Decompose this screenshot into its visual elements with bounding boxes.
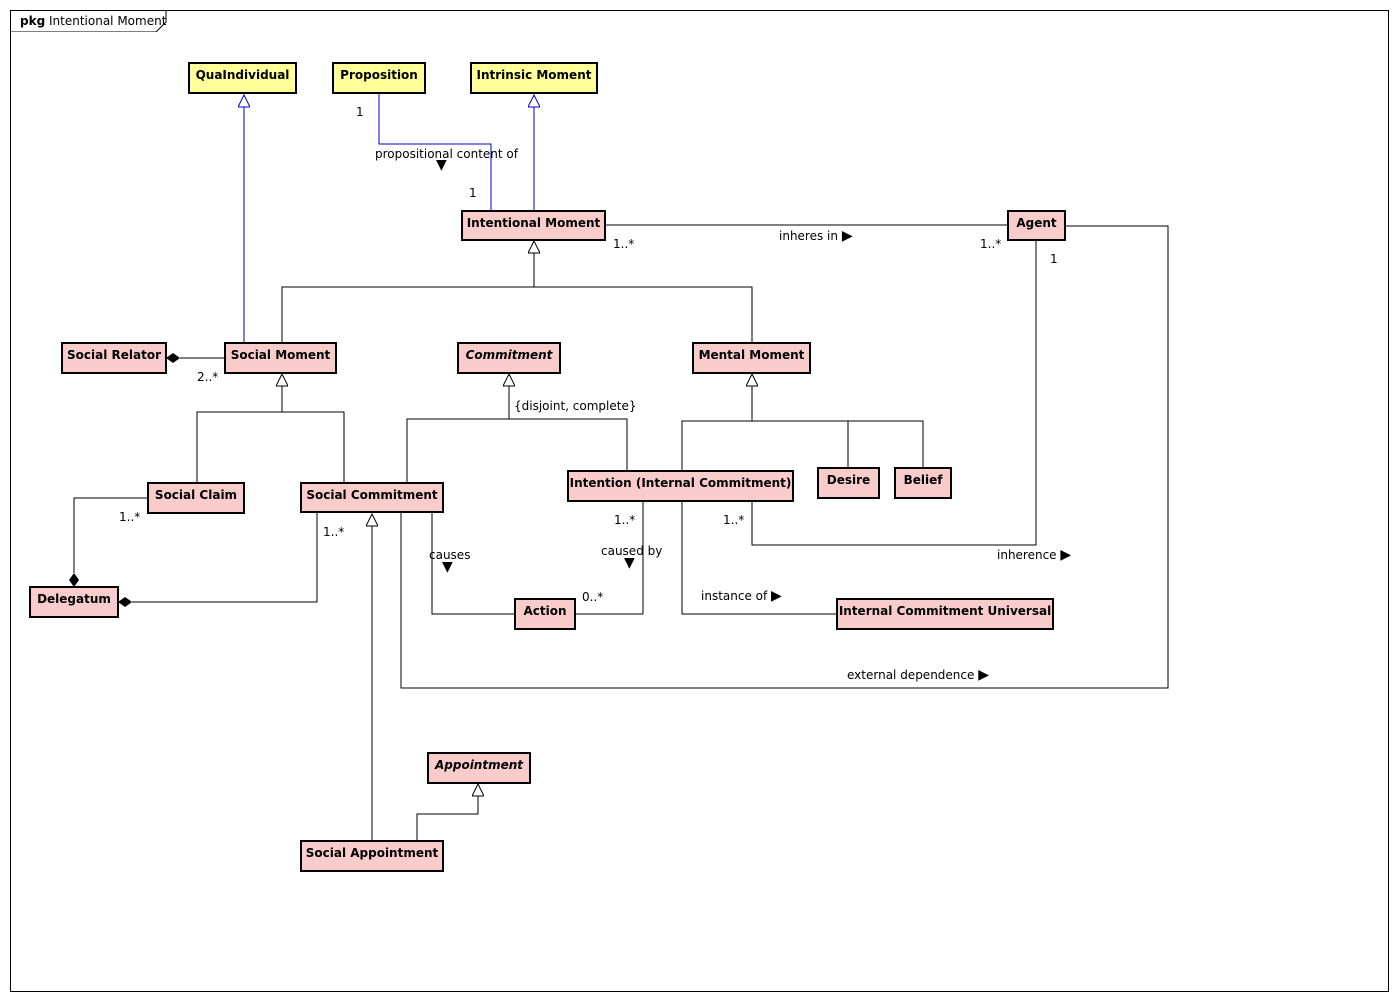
class-social-relator[interactable]: Social Relator: [61, 342, 167, 374]
class-delegatum[interactable]: Delegatum: [29, 586, 119, 618]
class-desire[interactable]: Desire: [817, 467, 880, 499]
label-instance-of: instance of ▶: [701, 588, 782, 604]
caused-by-text: caused by: [601, 544, 663, 558]
association-causes: [431, 512, 515, 615]
class-internal-commitment-universal[interactable]: Internal Commitment Universal: [836, 598, 1054, 630]
class-intrinsic-moment[interactable]: Intrinsic Moment: [470, 62, 598, 94]
arrow-down-icon: ▼: [436, 157, 447, 173]
arrow-down-icon: ▼: [442, 559, 453, 575]
causes-text: causes: [429, 548, 471, 562]
multiplicity-social-commitment: 1..*: [323, 525, 345, 539]
multiplicity-social-relator: 2..*: [197, 370, 219, 384]
composition-diamond-commitment: [118, 597, 132, 607]
package-frame: [10, 10, 1389, 992]
label-caused-by: caused by: [601, 544, 662, 558]
multiplicity-intentional-agent: 1..*: [613, 237, 635, 251]
multiplicity-agent-inherence: 1: [1050, 252, 1058, 266]
class-belief[interactable]: Belief: [894, 467, 952, 499]
arrow-right-icon: ▶: [1060, 547, 1072, 563]
propositional-content-text: propositional content of: [375, 147, 518, 161]
multiplicity-agent-inheres: 1..*: [980, 237, 1002, 251]
label-propositional-content-of: propositional content of: [375, 147, 518, 161]
class-social-moment[interactable]: Social Moment: [224, 342, 337, 374]
composition-social-claim-delegatum: [73, 497, 148, 573]
multiplicity-intention-action: 1..*: [614, 513, 636, 527]
package-keyword: pkg: [20, 14, 46, 28]
class-intention[interactable]: Intention (Internal Commitment): [567, 470, 794, 502]
label-external-dependence: external dependence ▶: [847, 667, 989, 683]
package-name: Intentional Moment: [49, 14, 167, 28]
class-mental-moment[interactable]: Mental Moment: [692, 342, 811, 374]
class-social-commitment[interactable]: Social Commitment: [300, 482, 444, 513]
external-dependence-text: external dependence: [847, 668, 975, 682]
generalization-branch-claim-commitment: [196, 411, 345, 483]
class-social-claim[interactable]: Social Claim: [147, 482, 245, 514]
multiplicity-intention-agent: 1..*: [723, 513, 745, 527]
association-inherence: [751, 240, 1037, 546]
association-propositional-content: [378, 93, 492, 211]
generalization-branch-commitment: [406, 418, 628, 483]
inheres-in-text: inheres in: [779, 229, 838, 243]
label-causes: causes: [429, 548, 470, 562]
generalization-branch-social-mental: [281, 286, 753, 343]
inherence-text: inherence: [997, 548, 1057, 562]
class-appointment[interactable]: Appointment: [427, 752, 531, 784]
composition-diamond-social-relator: [166, 353, 180, 363]
multiplicity-proposition: 1: [356, 105, 364, 119]
arrow-down-icon: ▼: [624, 555, 635, 571]
package-title: pkg Intentional Moment: [20, 14, 166, 28]
arrow-right-icon: ▶: [771, 588, 782, 604]
label-inheres-in: inheres in ▶: [779, 228, 853, 244]
association-external-dependence: [400, 225, 1169, 689]
multiplicity-intentional-prop: 1: [469, 186, 477, 200]
class-social-appointment[interactable]: Social Appointment: [300, 840, 444, 872]
label-inherence: inherence ▶: [997, 547, 1071, 563]
class-agent[interactable]: Agent: [1007, 210, 1066, 241]
constraint-disjoint-complete: {disjoint, complete}: [514, 399, 637, 413]
multiplicity-social-claim: 1..*: [119, 510, 141, 524]
association-caused-by: [575, 502, 644, 615]
multiplicity-action: 0..*: [582, 590, 604, 604]
class-action[interactable]: Action: [514, 598, 576, 630]
class-proposition[interactable]: Proposition: [332, 62, 426, 94]
package-frame-tab: [10, 10, 167, 32]
generalization-branch-mental: [681, 420, 924, 471]
composition-social-commitment-delegatum: [132, 512, 318, 603]
composition-diamond-claim: [69, 573, 79, 587]
generalization-social-appointment-appointment: [416, 796, 478, 841]
arrow-right-icon: ▶: [841, 228, 853, 244]
class-intentional-moment[interactable]: Intentional Moment: [461, 210, 606, 241]
instance-of-text: instance of: [701, 589, 768, 603]
arrow-right-icon: ▶: [978, 667, 989, 683]
class-qua-individual[interactable]: QuaIndividual: [188, 62, 297, 94]
association-instance-of: [681, 502, 837, 615]
class-commitment[interactable]: Commitment: [457, 342, 561, 374]
